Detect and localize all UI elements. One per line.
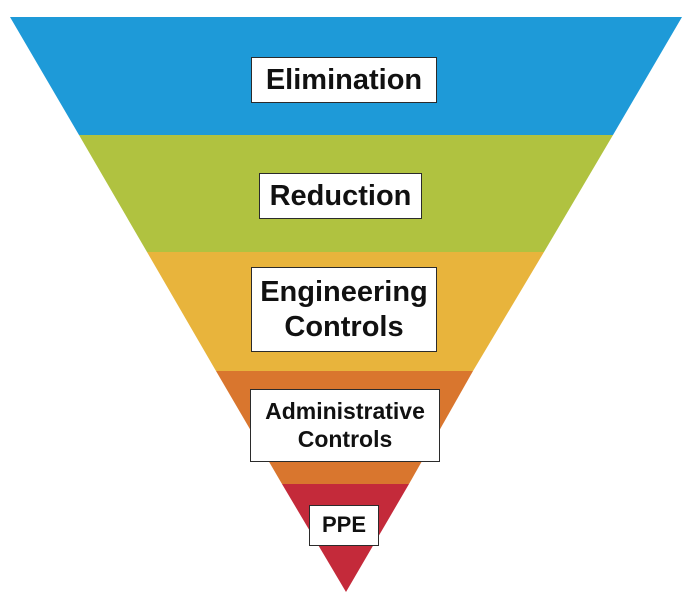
label-elimination: Elimination (251, 57, 437, 103)
label-reduction: Reduction (259, 173, 422, 219)
label-administrative-controls-text: Administrative Controls (265, 397, 425, 452)
label-engineering-controls-text: Engineering Controls (260, 275, 428, 343)
label-administrative-controls: Administrative Controls (250, 389, 440, 462)
label-ppe-text: PPE (321, 512, 367, 538)
label-engineering-controls: Engineering Controls (251, 267, 437, 352)
label-elimination-text: Elimination (265, 63, 423, 96)
label-reduction-text: Reduction (269, 179, 412, 212)
label-ppe: PPE (309, 505, 379, 546)
